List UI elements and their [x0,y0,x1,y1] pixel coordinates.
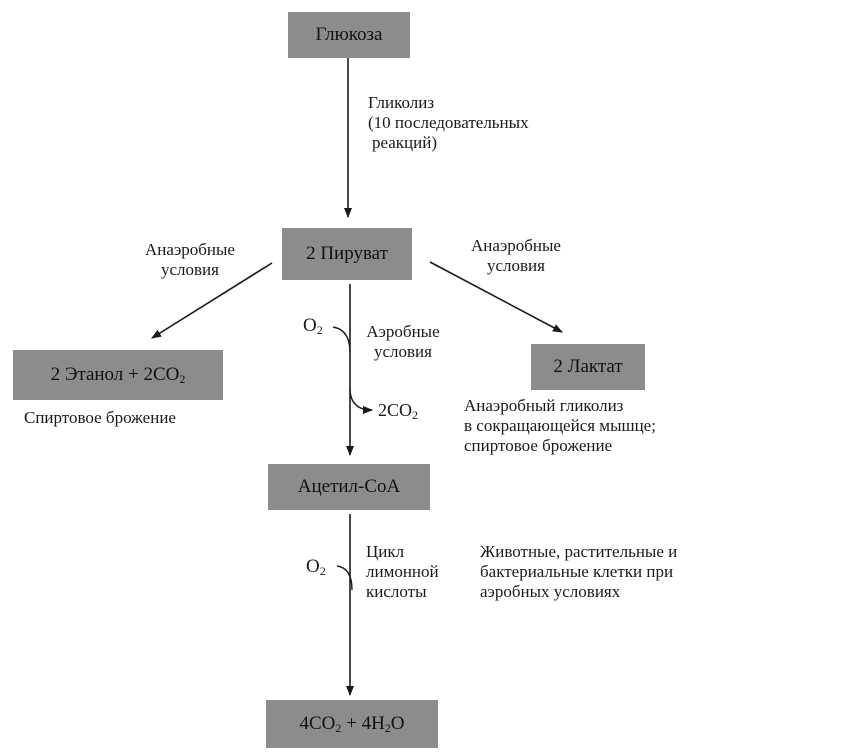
anaerobic-left-label: Анаэробные условия [145,240,235,279]
glucose-label: Глюкоза [315,24,383,45]
aerobic-cells-label: Животные, растительные и бактериальные к… [480,542,678,601]
pyruvate-label: 2 Пируват [306,243,388,264]
ethanol-label: 2 Этанол + 2CO2 [50,363,186,386]
citric-cycle-label: Цикл лимонной кислоты [366,542,439,601]
o2-input-curve-top [332,326,351,353]
o2-bottom-label: O2 [306,556,326,579]
final-products-box: 4CO2 + 4H2O [266,700,438,748]
ethanol-box: 2 Этанол + 2CO2 [13,350,223,400]
lactate-note: Анаэробный гликолиз в сокращающейся мышц… [464,396,656,455]
acetyl-coa-label: Ацетил-CoA [297,476,401,497]
co2-release-curve [349,387,373,414]
arrow-pyruvate-ethanol [151,262,273,339]
pyruvate-box: 2 Пируват [282,228,412,280]
o2-top-label: O2 [303,315,323,338]
arrow-pyruvate-lactate [429,261,563,333]
anaerobic-right-label: Анаэробные условия [471,236,561,275]
aerobic-label: Аэробные условия [366,322,440,361]
alcoholic-fermentation-label: Спиртовое брожение [24,408,176,427]
acetyl-coa-box: Ацетил-CoA [268,464,430,510]
lactate-box: 2 Лактат [531,344,645,390]
glucose-box: Глюкоза [288,12,410,58]
final-products-label: 4CO2 + 4H2O [299,712,405,735]
lactate-label: 2 Лактат [553,356,623,377]
co2-release-label: 2CO2 [378,400,419,422]
o2-input-curve-bottom [336,565,353,591]
glycolysis-label: Гликолиз (10 последовательных реакций) [368,93,529,152]
